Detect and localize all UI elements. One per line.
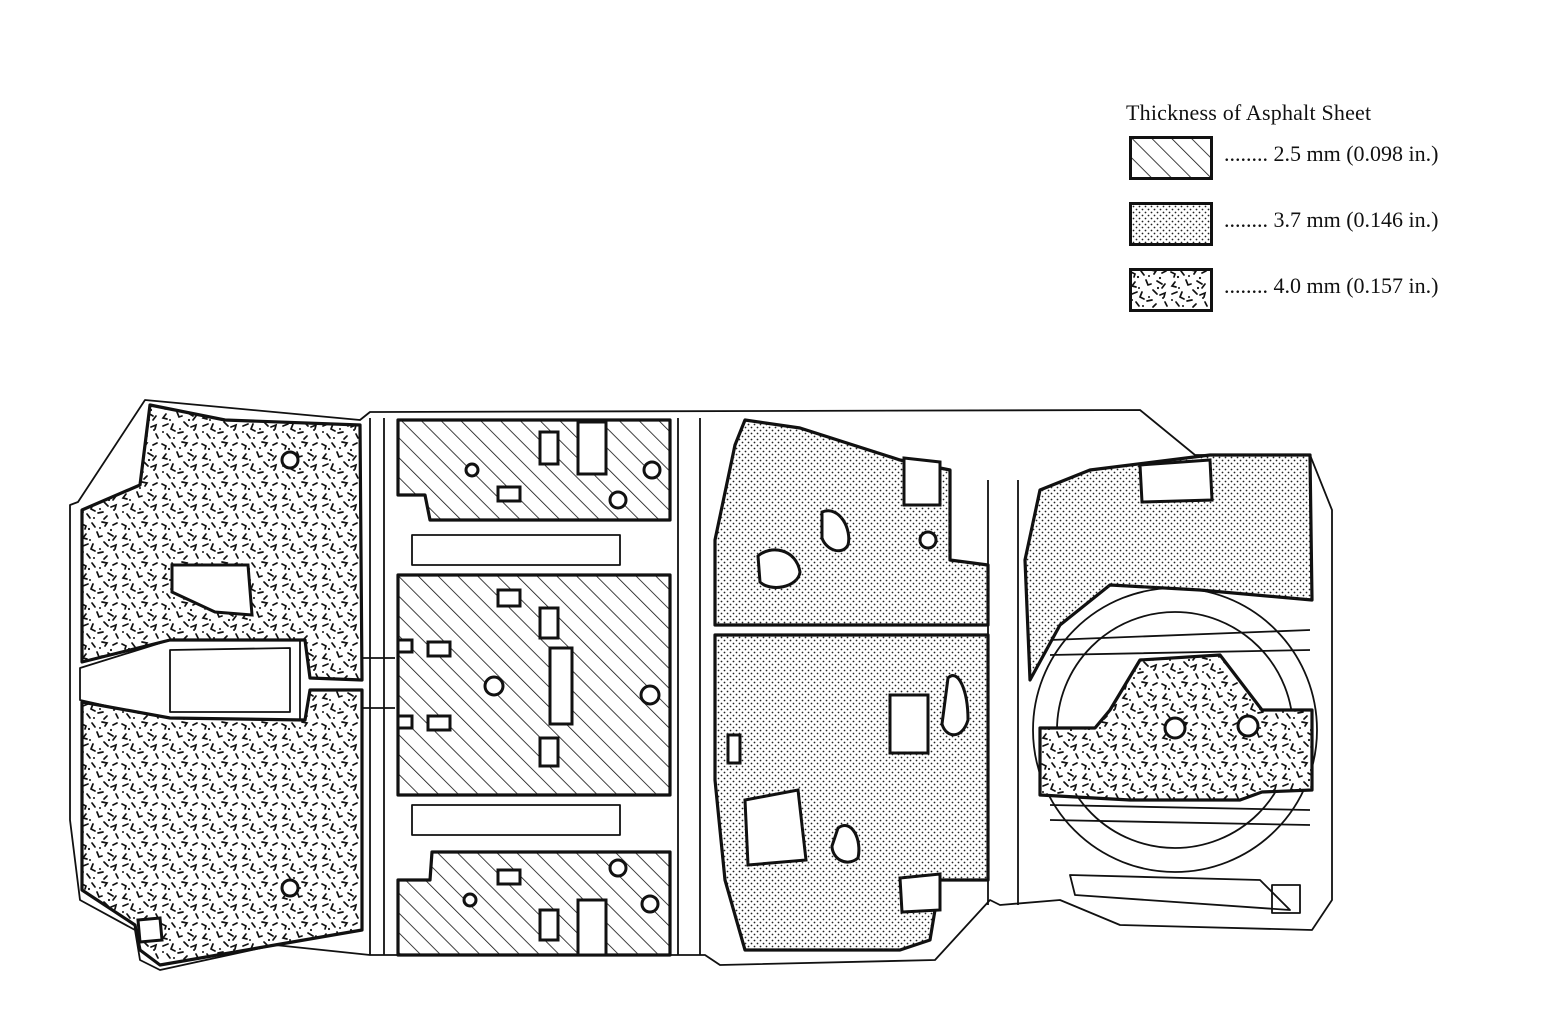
legend-title: Thickness of Asphalt Sheet	[1126, 100, 1372, 125]
legend: Thickness of Asphalt Sheet ........ 2.5 …	[1124, 100, 1544, 334]
trunk-rail	[1069, 874, 1291, 911]
trunk-floor-sheet	[1023, 453, 1314, 682]
legend-label-speckle: ........ 4.0 mm (0.157 in.)	[1224, 273, 1439, 298]
legend-label-hatch: ........ 2.5 mm (0.098 in.)	[1224, 141, 1439, 166]
front-floor-opening	[170, 563, 254, 617]
legend-item-dots: ........ 3.7 mm (0.146 in.)	[1124, 202, 1544, 268]
legend-item-speckle: ........ 4.0 mm (0.157 in.)	[1124, 268, 1544, 334]
center-channel-lower	[411, 804, 621, 836]
legend-item-hatch: ........ 2.5 mm (0.098 in.)	[1124, 136, 1544, 202]
rear-floor-upper-sheet	[713, 418, 990, 627]
front-floor-left-sheet	[80, 403, 364, 682]
speckle-swatch	[1129, 268, 1213, 312]
hatch-swatch	[1129, 136, 1213, 180]
front-tunnel-inner	[169, 647, 291, 713]
dots-swatch	[1129, 202, 1213, 246]
floor-pan-outline	[69, 399, 1333, 971]
center-floor-middle-sheet	[396, 573, 672, 797]
center-channel-upper	[411, 534, 621, 566]
legend-label-dots: ........ 3.7 mm (0.146 in.)	[1224, 207, 1439, 232]
center-floor-upper-sheet	[396, 418, 672, 522]
center-floor-lower-sheet	[396, 850, 672, 957]
